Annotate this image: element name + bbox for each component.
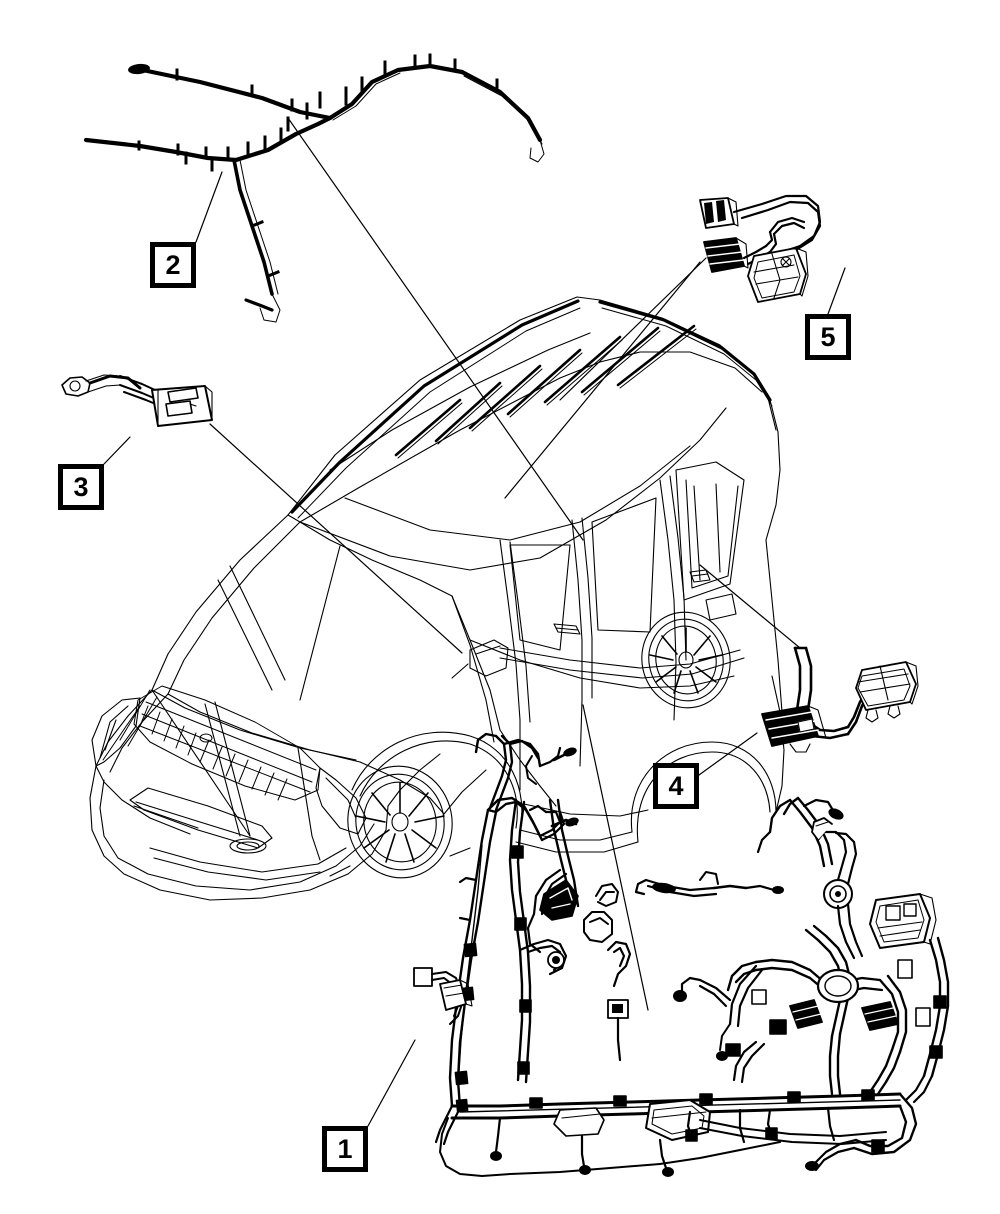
vehicle-illustration bbox=[89, 296, 785, 901]
callout-box-2[interactable]: 2 bbox=[150, 242, 196, 288]
callout-box-1[interactable]: 1 bbox=[322, 1126, 368, 1172]
part-4-jumper-harness bbox=[761, 646, 919, 753]
callout-box-3[interactable]: 3 bbox=[58, 464, 104, 510]
part-1-body-floor-harness bbox=[413, 732, 950, 1177]
callout-box-5[interactable]: 5 bbox=[805, 314, 851, 360]
part-5-jumper-harness bbox=[699, 194, 822, 303]
callout-box-4[interactable]: 4 bbox=[653, 763, 699, 809]
part-3-jumper-harness bbox=[61, 374, 213, 427]
part-2-roof-harness bbox=[83, 53, 545, 323]
